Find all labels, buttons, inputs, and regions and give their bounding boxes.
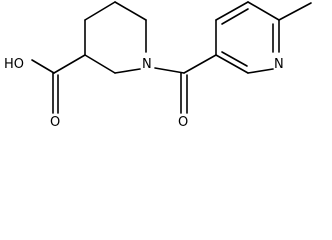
bond-n-carbonyl <box>154 67 185 74</box>
bond-py-inner-c2-c3 <box>221 51 248 67</box>
bond-methyl <box>278 2 312 21</box>
acid-carbonyl-oxygen-label: O <box>50 115 60 130</box>
bond-py-inner-c4-c5 <box>221 8 249 25</box>
hydroxyl-label: HO <box>4 57 24 72</box>
bond-ring-c5-c6 <box>114 1 147 21</box>
piperidine-ring <box>84 1 147 74</box>
methyl-substituent <box>278 2 312 21</box>
bond-py-c2-c3 <box>215 54 249 74</box>
chemical-structure: HO O N O N <box>4 1 312 130</box>
bond-acid-to-ring <box>53 54 86 74</box>
pyridine-nitrogen-label: N <box>274 57 284 72</box>
bond-carbonyl-to-pyridine <box>183 54 217 74</box>
bond-py-c4-c5 <box>215 1 249 21</box>
amide-linkage <box>154 54 217 114</box>
piperidine-nitrogen-label: N <box>142 57 152 72</box>
bond-ring-c2-c3 <box>84 54 116 74</box>
bond-hydroxyl-carbon <box>31 59 55 74</box>
bond-py-n-c2 <box>247 68 274 74</box>
bond-ring-c4-c5 <box>84 1 116 21</box>
amide-oxygen-label: O <box>178 115 188 130</box>
bond-ring-n-c2 <box>114 68 141 74</box>
pyridine-ring <box>215 1 280 74</box>
carboxylic-acid-group <box>31 54 86 114</box>
bond-py-c5-c6 <box>247 1 280 21</box>
